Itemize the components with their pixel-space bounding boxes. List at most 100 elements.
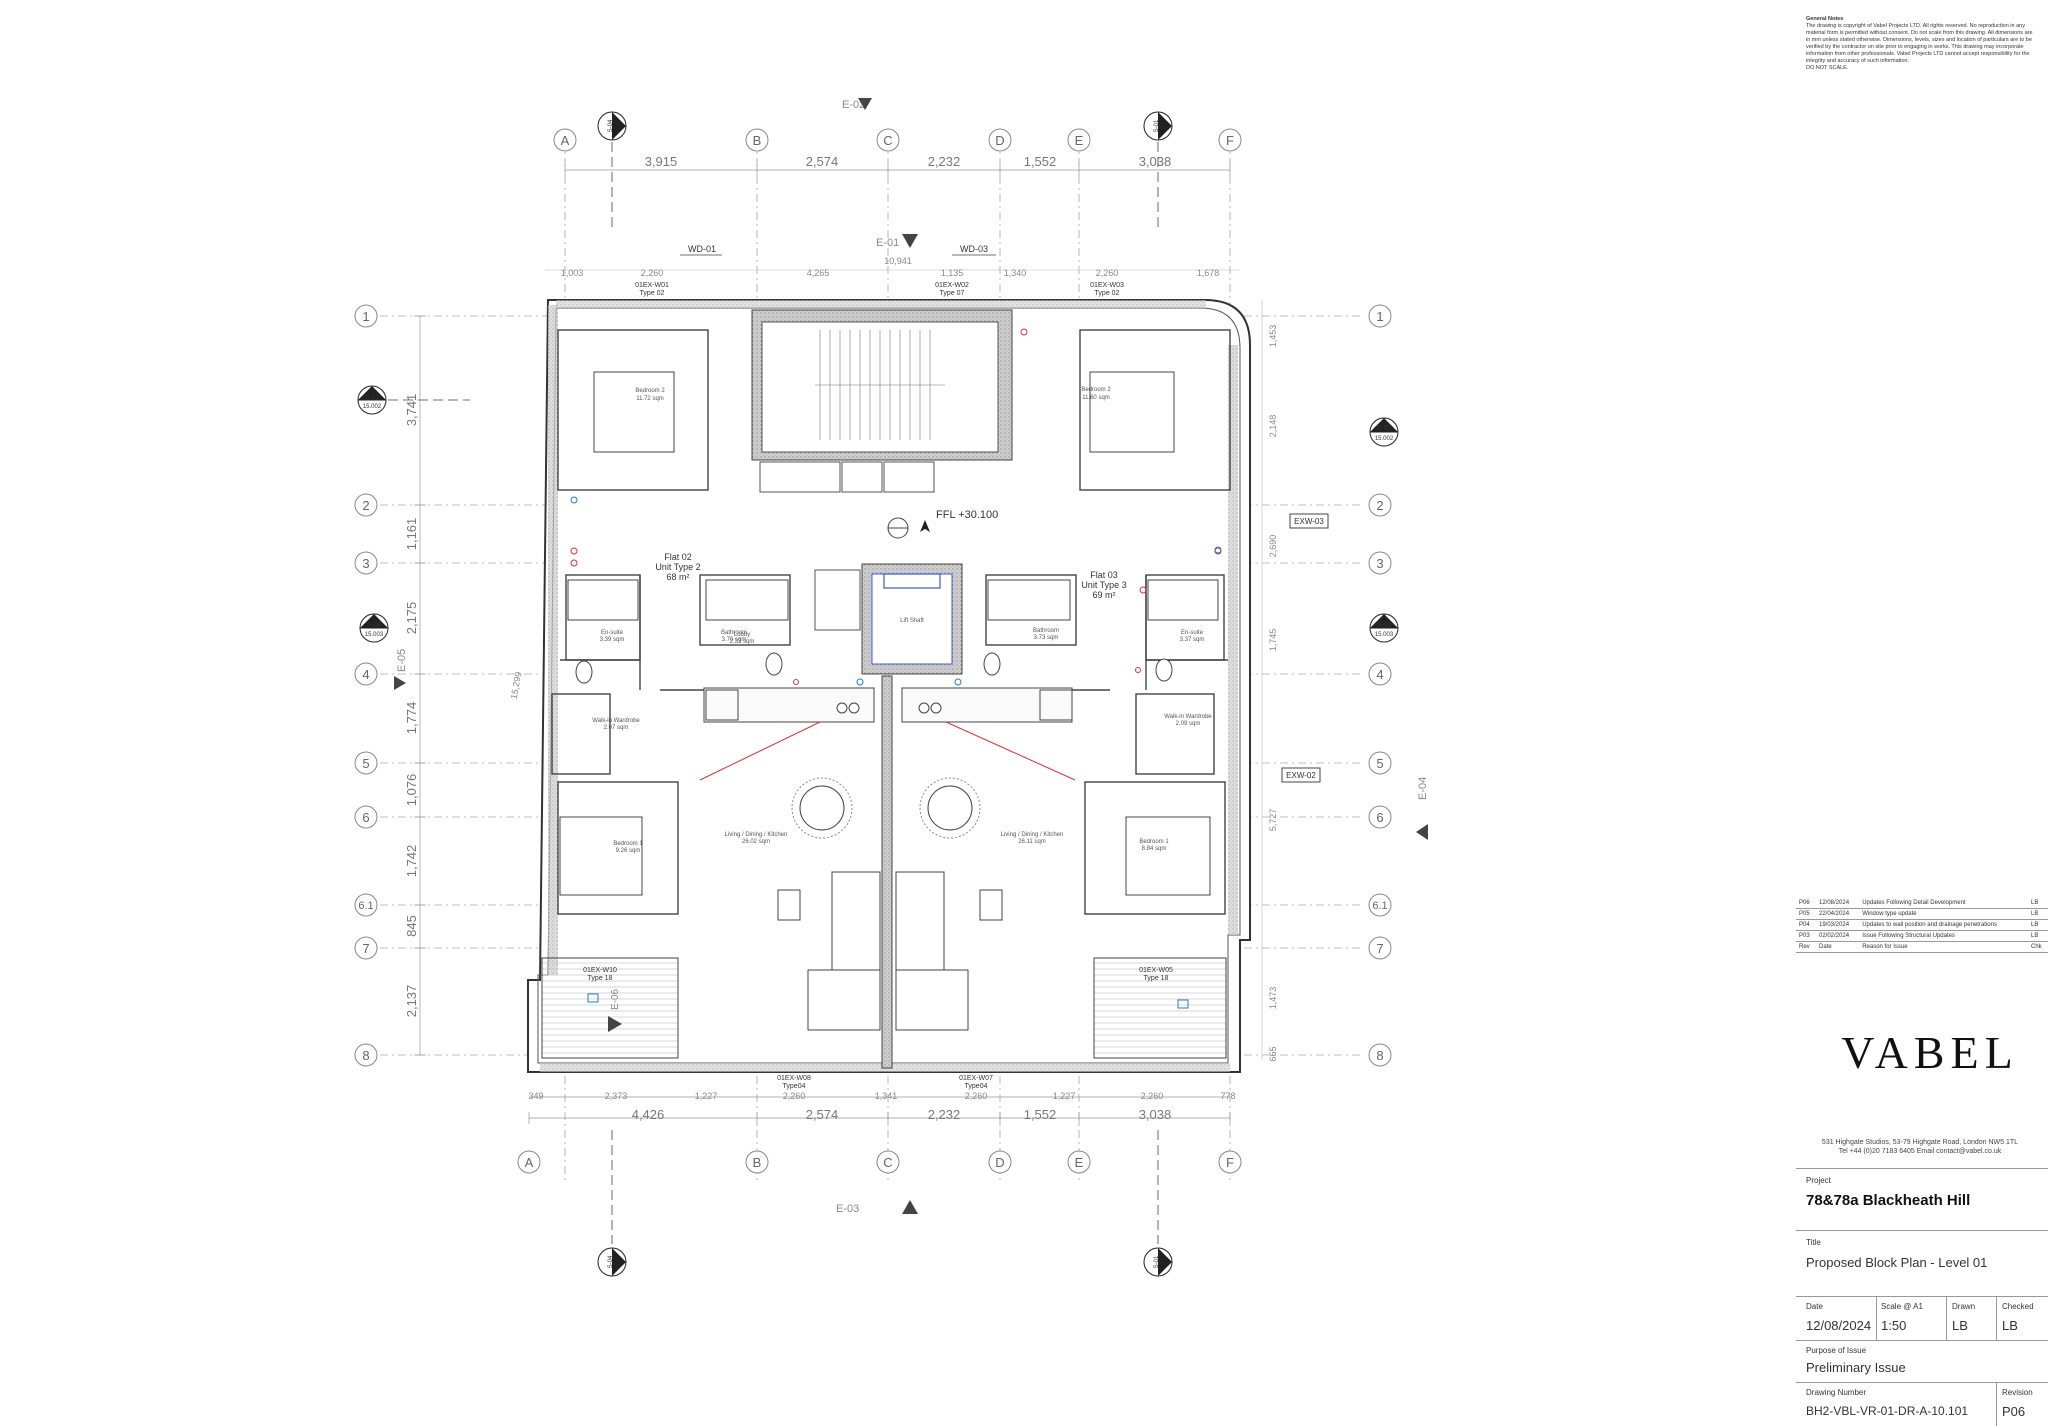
elevation-e05-arrow-icon <box>394 676 406 690</box>
dim-top-detail-3: 4,265 <box>807 268 830 278</box>
flat02-name: Flat 02 <box>664 552 692 562</box>
grid-label-e-top: E <box>1075 133 1084 148</box>
window-tag-w07: 01EX-W07 <box>959 1075 993 1082</box>
grid-label-5-right: 5 <box>1376 756 1383 771</box>
service-markers-blue <box>570 496 1222 1009</box>
company-contact-line: Tel +44 (0)20 7183 6405 Email contact@va… <box>1838 1148 2002 1155</box>
rev-reason: Window type update <box>1859 908 2028 920</box>
drawn-label: Drawn <box>1952 1302 1976 1311</box>
window-tag-w02-type: Type 07 <box>940 290 965 297</box>
divider <box>1796 1296 2048 1297</box>
flat03-walls <box>985 329 1231 915</box>
grid-label-6-right: 6 <box>1376 810 1383 825</box>
section-s03-right-label: S-03 <box>1377 622 1392 629</box>
dim-bottom-detail-2: 2,373 <box>605 1091 628 1101</box>
dim-bottom-ef: 3,038 <box>1139 1107 1172 1122</box>
dim-left-5-6: 1,076 <box>404 774 419 807</box>
sanitaryware <box>567 579 1219 684</box>
room-bath-left-area: 3.70 sqm <box>722 637 747 643</box>
grid-label-8-right: 8 <box>1376 1048 1383 1063</box>
dim-top-ef: 3,038 <box>1139 154 1172 169</box>
window-tag-w10: 01EX-W10 <box>583 967 617 974</box>
dimension-string-top <box>564 164 1231 176</box>
north-arrow-icon <box>920 520 930 532</box>
grid-label-2-left: 2 <box>362 498 369 513</box>
checked-label: Checked <box>2002 1302 2034 1311</box>
dim-bottom-detail-1: 349 <box>528 1091 543 1101</box>
general-notes-title: General Notes <box>1806 16 1844 22</box>
section-markers: S-02 15.002 S-02 15.002 S-03 15.003 S-03… <box>357 111 1399 1277</box>
room-bed1-right-area: 8.84 sqm <box>1142 846 1167 852</box>
clearance-lines <box>699 721 1076 781</box>
dim-top-detail-4: 1,135 <box>941 268 964 278</box>
room-ensuite-right: En-suite <box>1181 630 1204 636</box>
elevation-e04: E-04 <box>1417 777 1429 800</box>
dim-top-de: 1,552 <box>1024 154 1057 169</box>
divider <box>1796 1382 2048 1383</box>
section-s04-top <box>597 111 627 141</box>
grid-label-3-left: 3 <box>362 556 369 571</box>
grid-label-3-right: 3 <box>1376 556 1383 571</box>
revision-row: P03 02/02/2024 Issue Following Structura… <box>1796 930 2048 942</box>
window-tag-w03-type: Type 02 <box>1095 290 1120 297</box>
dim-top-overall: 10,941 <box>884 256 912 266</box>
grid-label-b-top: B <box>753 133 762 148</box>
rev-checked: LB <box>2027 919 2048 931</box>
dim-bottom-detail-9: 778 <box>1220 1091 1235 1101</box>
company-logo: VABEL <box>1841 1027 2019 1078</box>
drawing-number: BH2-VBL-VR-01-DR-A-10.101 <box>1806 1404 1969 1418</box>
elevation-e01: E-01 <box>876 237 899 249</box>
grid-label-7-right: 7 <box>1376 941 1383 956</box>
general-notes: General Notes The drawing is copyright o… <box>1806 16 2036 72</box>
dim-left-2-3: 1,161 <box>404 518 419 551</box>
title-block <box>1792 0 2048 1426</box>
rev-date: 12/08/2024 <box>1816 898 1860 909</box>
rev-code: P05 <box>1796 908 1816 920</box>
lift-label: Lift Shaft <box>900 618 924 624</box>
room-bed2-right: Bedroom 2 <box>1081 387 1111 393</box>
window-tag-w08: 01EX-W08 <box>777 1075 811 1082</box>
section-s04-top-label: S-04 <box>608 119 614 132</box>
room-labels: Bedroom 2 11.72 sqm Bedroom 2 11.60 sqm … <box>592 387 1212 854</box>
dimension-string-left <box>414 315 426 1056</box>
room-living-left: Living / Dining / Kitchen <box>725 832 788 838</box>
dim-right-detail-2: 2,148 <box>1268 415 1278 438</box>
section-s02-right-label: S-02 <box>1377 425 1392 432</box>
drawing-number-label: Drawing Number <box>1806 1388 1867 1397</box>
section-s01-bottom <box>1143 1247 1173 1277</box>
company-address: 531 Highgate Studios, 53-79 Highgate Roa… <box>1800 1138 2040 1156</box>
section-s01-top-label: S-01 <box>1154 119 1160 132</box>
dim-bottom-detail-4: 2,260 <box>783 1091 806 1101</box>
room-bath-right: Bathroom <box>1033 628 1059 634</box>
window-tag-w01: 01EX-W01 <box>635 282 669 289</box>
dim-right-detail-5: 5,727 <box>1268 809 1278 832</box>
window-tag-w01-type: Type 02 <box>640 290 665 297</box>
window-tag-w08-type: Type04 <box>783 1083 806 1090</box>
elevation-e06-arrow-icon <box>608 1016 622 1032</box>
rev-date: 19/03/2024 <box>1816 919 1860 931</box>
grid-label-f-bottom: F <box>1226 1155 1234 1170</box>
project-name: 78&78a Blackheath Hill <box>1806 1192 1971 1209</box>
grid-bubbles-right: 1 2 3 4 5 6 6.1 7 8 <box>1368 304 1392 1067</box>
dim-right-detail-4: 1,745 <box>1268 629 1278 652</box>
drawing-title: Proposed Block Plan - Level 01 <box>1806 1255 1988 1270</box>
section-s02-left <box>357 385 387 415</box>
room-ward-left: Walk-in Wardrobe <box>592 718 640 724</box>
dim-left-overall: 15,299 <box>509 671 524 700</box>
elevation-e04-arrow-icon <box>1416 824 1428 840</box>
room-lobby-area: 2.32 sqm <box>730 639 755 645</box>
room-living-right: Living / Dining / Kitchen <box>1001 832 1064 838</box>
dim-top-detail-5: 1,340 <box>1004 268 1027 278</box>
elevation-e02: E-02 <box>842 99 865 111</box>
window-tag-w07-type: Type04 <box>965 1083 988 1090</box>
section-marker-core <box>887 517 909 539</box>
room-ward-right: Walk-in Wardrobe <box>1164 714 1212 720</box>
sofas <box>777 871 1003 1031</box>
elevation-e03-arrow-icon <box>902 1200 918 1214</box>
grid-label-6-1-right: 6.1 <box>1372 900 1387 912</box>
dim-bottom-bc: 2,574 <box>806 1107 839 1122</box>
dim-left-61-7: 845 <box>404 915 419 937</box>
revision-row: P06 12/08/2024 Updates Following Detail … <box>1796 898 2048 909</box>
wd-tags: WD-01 WD-03 EXW-03 EXW-02 <box>680 244 1329 783</box>
dim-left-3-4: 2,175 <box>404 602 419 635</box>
